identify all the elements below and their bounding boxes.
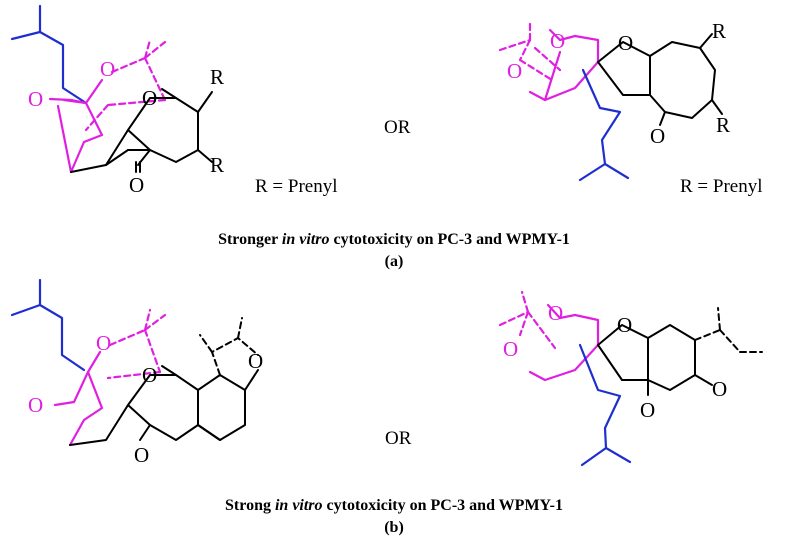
furan-o-bond <box>694 374 713 386</box>
ring-o-bond <box>161 365 177 376</box>
oxygen-atom-ketone: O <box>650 124 665 148</box>
cage-dashed-2 <box>143 308 152 332</box>
oxygen-atom-ketone: O <box>640 398 655 422</box>
furan-dashed-2 <box>719 329 741 353</box>
oxygen-atom-cage: O <box>100 57 115 81</box>
prenyl-chain <box>10 30 88 105</box>
core-bond-2 <box>105 149 129 166</box>
cage-dashed-2 <box>143 38 152 60</box>
caption-b-suffix: cytotoxicity on PC-3 and WPMY-1 <box>323 497 563 514</box>
caption-b: Strong in vitro cytotoxicity on PC-3 and… <box>225 497 563 514</box>
xanthone-core <box>69 374 199 446</box>
oxygen-atom-ring: O <box>142 363 157 387</box>
prenyl-chain <box>578 68 622 182</box>
oxygen-atom-ring: O <box>617 313 632 337</box>
oxygen-atom-ring: O <box>142 86 157 110</box>
prenyl-methyl <box>604 446 632 464</box>
caption-b-italic: in vitro <box>275 497 323 514</box>
oxygen-atom-ring: O <box>618 31 633 55</box>
cage-dashed-4 <box>526 310 557 350</box>
cage-bond-o <box>86 350 102 374</box>
connector-or-a: OR <box>384 117 411 138</box>
panel-b-structure-2: O O O O O <box>498 290 763 467</box>
r-bond-top <box>699 33 713 49</box>
cage-dashed-5 <box>106 370 162 380</box>
prenyl-chain <box>10 303 86 372</box>
r-group-bottom: R <box>210 153 224 177</box>
caption-a-prefix: Stronger <box>218 231 282 248</box>
cage-dashed-2 <box>520 290 530 314</box>
label-a: (a) <box>385 253 404 270</box>
ketone-bond <box>659 111 666 126</box>
oxygen-atom-ketone: O <box>129 173 144 197</box>
core-bond <box>139 424 151 441</box>
cage-dashed-3 <box>143 313 167 332</box>
cage-bond-a <box>543 50 562 102</box>
caption-a: Stronger in vitro cytotoxicity on PC-3 a… <box>218 231 570 248</box>
r-group-top: R <box>210 65 224 89</box>
r-bond-bottom <box>197 149 213 163</box>
connector-or-b: OR <box>385 428 412 449</box>
furan-dashed <box>694 329 721 341</box>
cage-dashed-4 <box>518 58 554 82</box>
cage-dashed-5 <box>533 46 562 72</box>
oxygen-atom-furan: O <box>712 377 727 401</box>
cage-dashed-1 <box>498 310 530 327</box>
oxygen-atom-cage: O <box>503 337 518 361</box>
furan-o-bond <box>244 369 259 391</box>
prenyl-methyl <box>603 162 630 180</box>
cage-bond-b <box>56 104 73 174</box>
cage-bonds <box>528 303 600 382</box>
cage-bond-o <box>84 78 104 105</box>
oxygen-atom-carbonyl: O <box>28 87 43 111</box>
cage-dashed-1 <box>108 328 147 347</box>
oxygen-atom-ketone: O <box>134 443 149 467</box>
furan-methyl-1 <box>199 334 213 353</box>
r-definition: R = Prenyl <box>255 176 338 197</box>
cage-bonds <box>528 28 600 102</box>
cage-dashed-5 <box>106 98 167 107</box>
furan-methyl-1 <box>717 307 721 331</box>
cage-bonds <box>53 370 104 447</box>
r-bond-bottom <box>711 99 723 115</box>
prenyl-chain <box>578 343 622 467</box>
cage-bond-a <box>62 98 88 105</box>
panel-a-structure-2: O O O O R R R = Prenyl <box>498 19 763 197</box>
xanthone-core <box>597 324 696 391</box>
cage-dashed-3 <box>518 38 532 62</box>
oxygen-atom-cage: O <box>507 59 522 83</box>
benzene-bond <box>197 424 221 441</box>
caption-a-suffix: cytotoxicity on PC-3 and WPMY-1 <box>329 231 569 248</box>
cage-dashed-4 <box>143 56 167 102</box>
cage-dashed-3 <box>518 310 530 337</box>
ring-o-bond <box>161 88 177 99</box>
r-group-bottom: R <box>716 113 730 137</box>
oxygen-atom-carbonyl: O <box>28 393 43 417</box>
cage-dashed-1 <box>110 56 147 74</box>
cage-dashed-4 <box>143 328 162 374</box>
cage-dashed-3 <box>143 40 167 60</box>
caption-b-prefix: Strong <box>225 497 275 514</box>
cage-dashed-6 <box>84 103 110 132</box>
oxygen-atom-carbonyl: O <box>548 301 563 325</box>
oxygen-atom-cage: O <box>96 331 111 355</box>
label-b: (b) <box>384 519 404 536</box>
oxygen-atom-furan: O <box>248 349 263 373</box>
r-bond-top <box>197 91 213 113</box>
xanthone-core <box>597 41 716 119</box>
xanthone-core <box>70 97 199 173</box>
caption-a-italic: in vitro <box>282 231 330 248</box>
panel-b-structure-1: O O O O O <box>10 278 263 467</box>
furan-dashed <box>210 336 259 376</box>
r-definition: R = Prenyl <box>680 176 763 197</box>
cage-dashed-1 <box>498 38 532 52</box>
furan-methyl-2 <box>237 317 243 339</box>
r-group-top: R <box>712 19 726 43</box>
panel-a-structure-1: O O O O R R R = Prenyl <box>10 4 338 197</box>
oxygen-atom-carbonyl: O <box>550 29 565 53</box>
